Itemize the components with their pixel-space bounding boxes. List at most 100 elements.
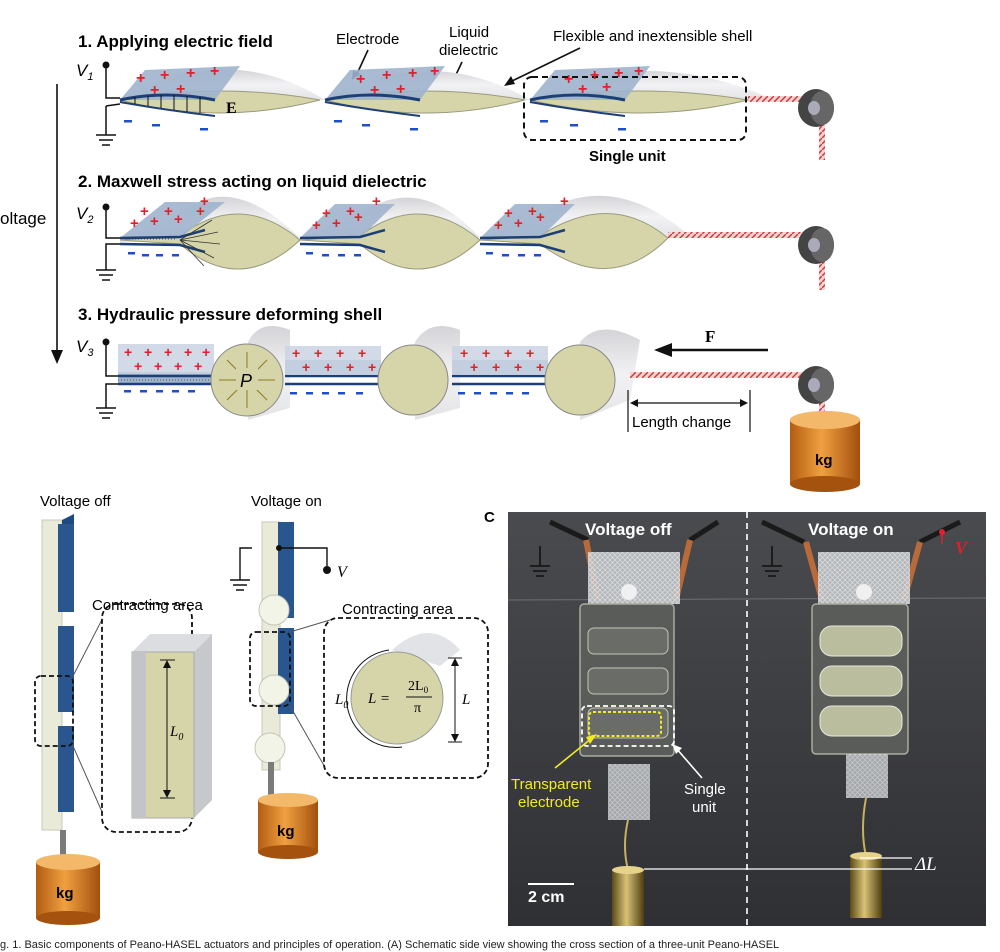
formula-numerator: 2L0 [408, 679, 429, 695]
plus-charges-3: +++++ ++++ ++++ ++++ ++++ ++++ [124, 344, 544, 375]
voltage-on-title: Voltage on [251, 493, 322, 510]
step-3-title: 3. Hydraulic pressure deforming shell [78, 305, 382, 324]
wire-1 [105, 65, 120, 99]
electrode-bottom-2 [324, 101, 421, 117]
svg-text:+: + [136, 70, 145, 87]
svg-text:+: + [396, 81, 405, 98]
electrode-edges-2-3 [479, 228, 566, 254]
svg-text:+: + [186, 65, 195, 82]
minus-charges-1 [124, 120, 626, 131]
rope-2-down [819, 250, 825, 290]
electrode-edges-2-1 [119, 228, 206, 254]
l0-label-b2: L0 [334, 692, 348, 711]
svg-text:+: + [134, 358, 142, 374]
bulge-2 [258, 674, 290, 706]
svg-text:+: + [504, 205, 513, 222]
transparent-arrowhead [586, 734, 597, 744]
step-2-actuator: +++++++ ++++++ ++++++ V2 [76, 193, 834, 290]
svg-text:+: + [322, 205, 331, 222]
zoom-line-on-1 [289, 619, 331, 633]
force-label: F [705, 327, 715, 346]
voltage-arrowhead [51, 350, 63, 364]
force-arrowhead [654, 343, 672, 357]
svg-text:+: + [210, 63, 219, 80]
svg-text:+: + [346, 203, 355, 220]
svg-text:+: + [356, 71, 365, 88]
svg-text:+: + [292, 345, 300, 361]
slab-top [132, 634, 212, 652]
svg-text:+: + [144, 344, 152, 360]
clips-left [548, 519, 720, 543]
svg-text:+: + [590, 67, 599, 84]
zoom-box-on [249, 631, 291, 707]
pouch-off [41, 514, 74, 878]
transparent-electrode-box [588, 711, 662, 737]
bulge-3 [254, 732, 286, 764]
figure-caption: g. 1. Basic components of Peano-HASEL ac… [0, 939, 779, 951]
electrode-back-3 [452, 346, 548, 374]
svg-text:+: + [536, 209, 545, 226]
plus-charges-1: ++++ ++ ++++++ ++++++ [136, 63, 643, 99]
transparent-arrow [554, 737, 593, 769]
electrode-bottom-1 [119, 101, 216, 117]
pressure-label-bg [236, 368, 258, 390]
dielectric-circle-on [350, 651, 444, 745]
svg-text:+: + [312, 217, 321, 234]
panel-c: C Voltage off Transparent electrode Sing… [484, 509, 987, 926]
svg-text:+: + [176, 81, 185, 98]
circuit-2 [96, 207, 120, 281]
electrode-plate-2 [325, 66, 445, 100]
svg-text:+: + [332, 215, 341, 232]
svg-text:+: + [372, 193, 381, 210]
svg-text:+: + [130, 215, 139, 232]
svg-text:+: + [614, 65, 623, 82]
svg-text:+: + [184, 344, 192, 360]
weight-a-label: kg [815, 452, 833, 469]
electrode-plate-2-1 [120, 202, 225, 238]
electrode-plate-3 [530, 66, 650, 100]
svg-text:+: + [492, 359, 500, 375]
rope-3 [630, 372, 808, 378]
mesh-bottom-left [608, 764, 650, 820]
weight-a [790, 411, 860, 492]
single-unit-arrow [675, 747, 703, 779]
pulley-3 [798, 366, 834, 404]
electrode-edge-1 [119, 93, 216, 102]
svg-text:+: + [482, 345, 490, 361]
unit-right-3 [819, 705, 903, 737]
unit-left-2 [587, 667, 669, 695]
svg-text:+: + [494, 217, 503, 234]
liquid-label-1: Liquid [449, 24, 489, 41]
svg-text:+: + [358, 345, 366, 361]
svg-text:+: + [196, 203, 205, 220]
svg-text:+: + [536, 359, 544, 375]
svg-text:+: + [514, 359, 522, 375]
svg-text:+: + [368, 359, 376, 375]
svg-text:+: + [460, 345, 468, 361]
electrode-off-1b [58, 524, 74, 612]
pulley-1 [798, 89, 834, 127]
svg-text:+: + [354, 209, 363, 226]
field-fan-2 [126, 219, 221, 267]
slab-side [194, 634, 212, 818]
electrode-bottom-3 [529, 101, 626, 117]
svg-text:+: + [150, 82, 159, 99]
svg-text:+: + [202, 344, 210, 360]
svg-text:+: + [430, 63, 439, 80]
svg-text:+: + [526, 345, 534, 361]
v1-label: V1 [76, 61, 93, 83]
photo-voltage-on-label: Voltage on [808, 520, 894, 539]
svg-text:+: + [504, 345, 512, 361]
svg-text:+: + [200, 193, 209, 210]
photo-voltage-off-label: Voltage off [585, 520, 672, 539]
mount-hole-left [621, 584, 637, 600]
shell-arrowhead [504, 76, 515, 86]
pouch-on [254, 521, 294, 822]
svg-text:+: + [578, 81, 587, 98]
svg-text:+: + [164, 344, 172, 360]
transparent-label-2: electrode [518, 794, 580, 811]
svg-text:+: + [408, 65, 417, 82]
single-unit-arrowhead [672, 744, 682, 754]
svg-text:+: + [346, 359, 354, 375]
